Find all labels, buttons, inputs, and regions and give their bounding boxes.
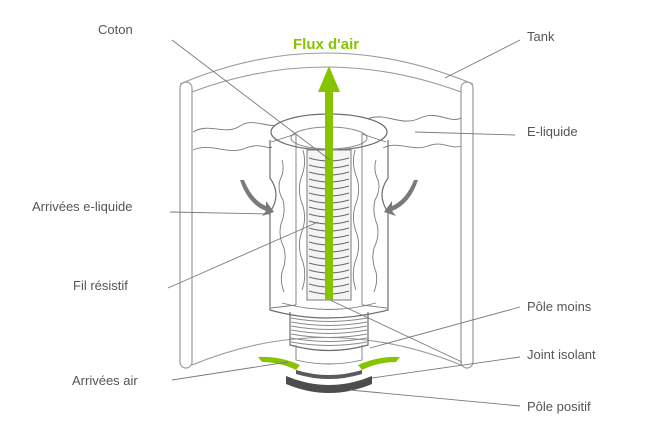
label-fil-resistif: Fil résistif	[73, 278, 128, 293]
label-pole-moins: Pôle moins	[527, 299, 592, 314]
thread-line	[290, 325, 368, 330]
leader-arrivees-e-liquide	[169, 211, 271, 215]
label-arrivees-air: Arrivées air	[72, 373, 138, 388]
label-tank: Tank	[527, 29, 555, 44]
thread-line	[290, 333, 368, 338]
leader-pole-moins	[369, 306, 521, 349]
leader-pole-positif	[349, 389, 521, 407]
label-arrivees-e-liquide: Arrivées e-liquide	[32, 199, 132, 214]
thread-line	[290, 337, 368, 342]
leader-lines	[167, 39, 521, 407]
airflow-title: Flux d'air	[293, 36, 359, 53]
leader-tank	[444, 39, 521, 79]
leader-arrivees-air	[171, 361, 289, 381]
leader-joint-isolant	[371, 356, 521, 379]
label-joint-isolant: Joint isolant	[527, 347, 596, 362]
tank	[179, 52, 474, 369]
thread-line	[290, 329, 368, 334]
e-liquid-surface	[192, 115, 462, 152]
label-pole-positif: Pôle positif	[527, 399, 591, 414]
insulating-joint-ring	[286, 370, 372, 393]
airflow-arrow	[318, 66, 340, 300]
leader-tank-body	[329, 299, 463, 363]
label-e-liquide: E-liquide	[527, 124, 578, 139]
thread-line	[290, 321, 368, 326]
leader-fil-resistif	[167, 221, 319, 289]
label-coton: Coton	[98, 22, 133, 37]
coil-housing	[269, 113, 389, 319]
thread-line	[290, 341, 368, 346]
leader-coton	[171, 39, 331, 161]
leader-e-liquide	[414, 131, 516, 136]
e-liquid-inlet-arrows	[240, 180, 418, 216]
connector-thread	[289, 312, 369, 365]
thread-line	[290, 317, 368, 322]
